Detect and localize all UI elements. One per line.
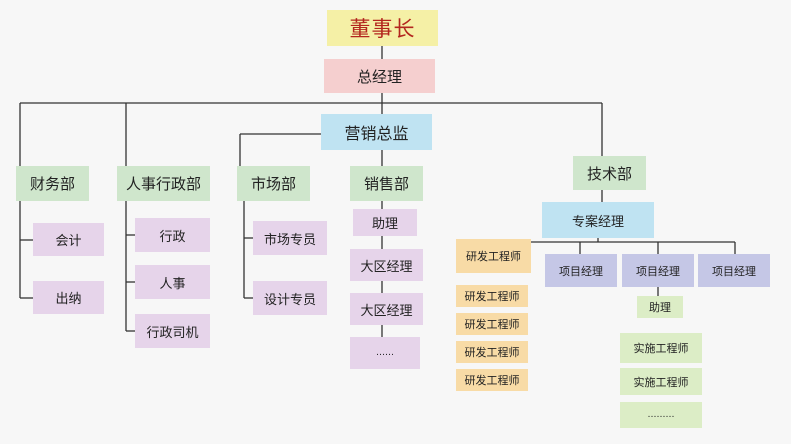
node-implementation-engineer-2: 实施工程师 bbox=[620, 368, 702, 395]
node-hr-admin-dept: 人事行政部 bbox=[117, 166, 210, 201]
node-rd-engineer-2: 研发工程师 bbox=[456, 313, 528, 335]
node-project-manager-2: 项目经理 bbox=[622, 254, 694, 287]
node-regional-manager-2: 大区经理 bbox=[350, 293, 423, 325]
node-tech-ellipsis: ……… bbox=[620, 402, 702, 428]
node-sales-assistant: 助理 bbox=[353, 209, 417, 236]
node-project-manager-1: 项目经理 bbox=[545, 254, 617, 287]
node-finance-dept: 财务部 bbox=[16, 166, 89, 201]
node-sales-dept: 销售部 bbox=[350, 166, 423, 201]
node-implementation-engineer-1: 实施工程师 bbox=[620, 333, 702, 363]
node-market-dept: 市场部 bbox=[237, 166, 310, 201]
node-rd-engineer-lead: 研发工程师 bbox=[456, 239, 531, 273]
node-admin-driver: 行政司机 bbox=[135, 314, 210, 348]
node-pm-assistant: 助理 bbox=[637, 296, 683, 318]
node-rd-engineer-4: 研发工程师 bbox=[456, 369, 528, 391]
node-project-manager-3: 项目经理 bbox=[698, 254, 770, 287]
node-sales-ellipsis: …… bbox=[350, 337, 420, 369]
node-rd-engineer-3: 研发工程师 bbox=[456, 341, 528, 363]
node-accountant: 会计 bbox=[33, 223, 104, 256]
node-cashier: 出纳 bbox=[33, 281, 104, 314]
node-design-specialist: 设计专员 bbox=[253, 281, 327, 315]
node-rd-engineer-1: 研发工程师 bbox=[456, 285, 528, 307]
node-admin: 行政 bbox=[135, 218, 210, 252]
node-chairman: 董事长 bbox=[327, 10, 438, 46]
node-regional-manager-1: 大区经理 bbox=[350, 249, 423, 281]
node-market-specialist: 市场专员 bbox=[253, 221, 327, 255]
node-general-manager: 总经理 bbox=[324, 59, 435, 93]
node-project-manager-lead: 专案经理 bbox=[542, 202, 654, 238]
node-hr: 人事 bbox=[135, 265, 210, 299]
node-marketing-director: 营销总监 bbox=[321, 114, 432, 150]
node-tech-dept: 技术部 bbox=[573, 156, 646, 190]
